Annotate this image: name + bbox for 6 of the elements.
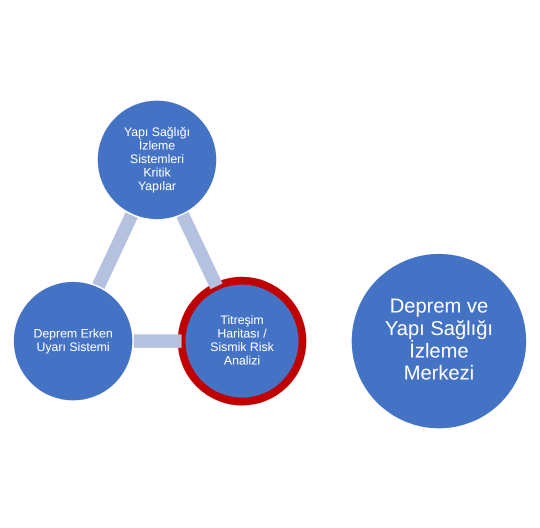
connector (92, 212, 138, 288)
node-circle: Deprem ve Yapı Sağlığı İzleme Merkezi (349, 251, 528, 430)
node-circle: Deprem Erken Uyarı Sistemi (12, 279, 135, 402)
connector (176, 211, 223, 289)
node-circle: Titreşim Haritası / Sismik Risk Analizi (178, 276, 306, 405)
node-circle: Yapı Sağlığı İzleme Sistemleri Kritik Yapılar (95, 98, 219, 221)
